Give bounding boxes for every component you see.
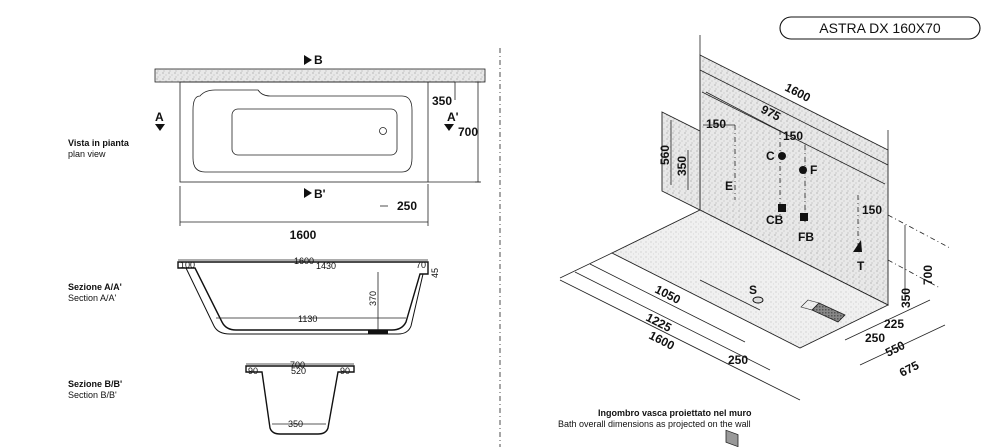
fb-connection-icon <box>800 213 808 221</box>
sec-b-dim-700: 700 <box>290 360 305 370</box>
marker-b: B <box>314 53 323 67</box>
basin-bottom <box>231 108 398 156</box>
hot-water-icon <box>799 166 807 174</box>
iso-label-cb: CB <box>766 213 784 227</box>
title-badge-text: ASTRA DX 160X70 <box>819 20 941 36</box>
plan-view: B B' A A' 350 700 250 1600 Vista in pian… <box>68 53 486 242</box>
iso-caption-en: Bath overall dimensions as projected on … <box>558 419 751 429</box>
electric-box-icon <box>725 429 739 447</box>
sec-a-dim-1600: 1600 <box>294 256 314 266</box>
section-b-profile <box>245 365 355 435</box>
sec-a-dim-370: 370 <box>368 291 378 306</box>
title-badge: ASTRA DX 160X70 <box>779 16 981 40</box>
wall-hatch <box>154 68 486 83</box>
iso-label-f: F <box>810 163 817 177</box>
sec-b-dim-90-left: 90 <box>248 366 258 376</box>
iso-dim-250-right: 250 <box>865 331 885 345</box>
sec-b-label-it: Sezione B/B' <box>68 379 122 389</box>
drain-icon <box>379 127 387 135</box>
sec-b-label-en: Section B/B' <box>68 390 117 400</box>
plan-dim-350: 350 <box>432 94 452 108</box>
waste-outlet-icon <box>752 296 764 304</box>
iso-dim-150-b: 150 <box>783 129 803 143</box>
section-b-arrow-icon <box>304 55 312 65</box>
sec-a-label-it: Sezione A/A' <box>68 282 122 292</box>
marker-a: A <box>155 110 164 124</box>
section-a-prime-arrow-icon <box>444 124 454 131</box>
marker-b-prime: B' <box>314 187 326 201</box>
section-b-prime-arrow-icon <box>304 188 312 198</box>
iso-label-s: S <box>749 283 757 297</box>
section-a-profile <box>177 261 429 331</box>
plan-dim-700: 700 <box>458 125 478 139</box>
sec-a-dim-1430: 1430 <box>316 261 336 271</box>
thermostat-icon <box>853 240 862 252</box>
iso-label-t: T <box>857 259 865 273</box>
iso-dim-675: 675 <box>897 358 921 380</box>
marker-a-prime: A' <box>447 110 459 124</box>
iso-dim-560: 560 <box>658 145 672 165</box>
cb-connection-icon <box>778 204 786 212</box>
sec-a-dim-1130: 1130 <box>298 314 317 324</box>
iso-label-fb: FB <box>798 230 814 244</box>
iso-dim-250-bottom: 250 <box>728 353 748 367</box>
sec-a-dim-45: 45 <box>430 268 440 278</box>
tub-outline <box>179 81 429 183</box>
basin-outer <box>192 89 413 173</box>
section-a-arrow-icon <box>155 124 165 131</box>
iso-caption-it: Ingombro vasca proiettato nel muro <box>598 408 752 418</box>
sec-b-dim-350: 350 <box>288 419 303 429</box>
iso-dim-225: 225 <box>884 317 904 331</box>
sec-b-dim-520: 520 <box>291 366 306 376</box>
iso-dim-700: 700 <box>921 265 935 285</box>
iso-dim-350-v: 350 <box>675 156 689 176</box>
plan-dim-250: 250 <box>397 199 417 213</box>
iso-dim-150-c: 150 <box>862 203 882 217</box>
isometric-view: 975 1600 150 150 150 560 350 C F E CB FB… <box>558 35 951 447</box>
section-a: 100 1600 1430 70 45 370 1130 Sezione A/A… <box>68 256 440 335</box>
section-b: 700 90 520 90 350 Sezione B/B' Section B… <box>68 360 355 435</box>
cold-water-icon <box>778 152 786 160</box>
sec-a-dim-70: 70 <box>416 260 426 270</box>
plan-label-en: plan view <box>68 149 106 159</box>
iso-dim-350: 350 <box>899 288 913 308</box>
sec-a-label-en: Section A/A' <box>68 293 117 303</box>
sec-a-dim-100: 100 <box>180 260 195 270</box>
iso-dim-1600: 1600 <box>647 328 677 353</box>
plan-dim-1600: 1600 <box>290 228 317 242</box>
plan-label-it: Vista in pianta <box>68 138 130 148</box>
sec-b-dim-90-right: 90 <box>340 366 350 376</box>
iso-dim-150-a: 150 <box>706 117 726 131</box>
iso-label-c: C <box>766 149 775 163</box>
iso-label-e: E <box>725 179 733 193</box>
